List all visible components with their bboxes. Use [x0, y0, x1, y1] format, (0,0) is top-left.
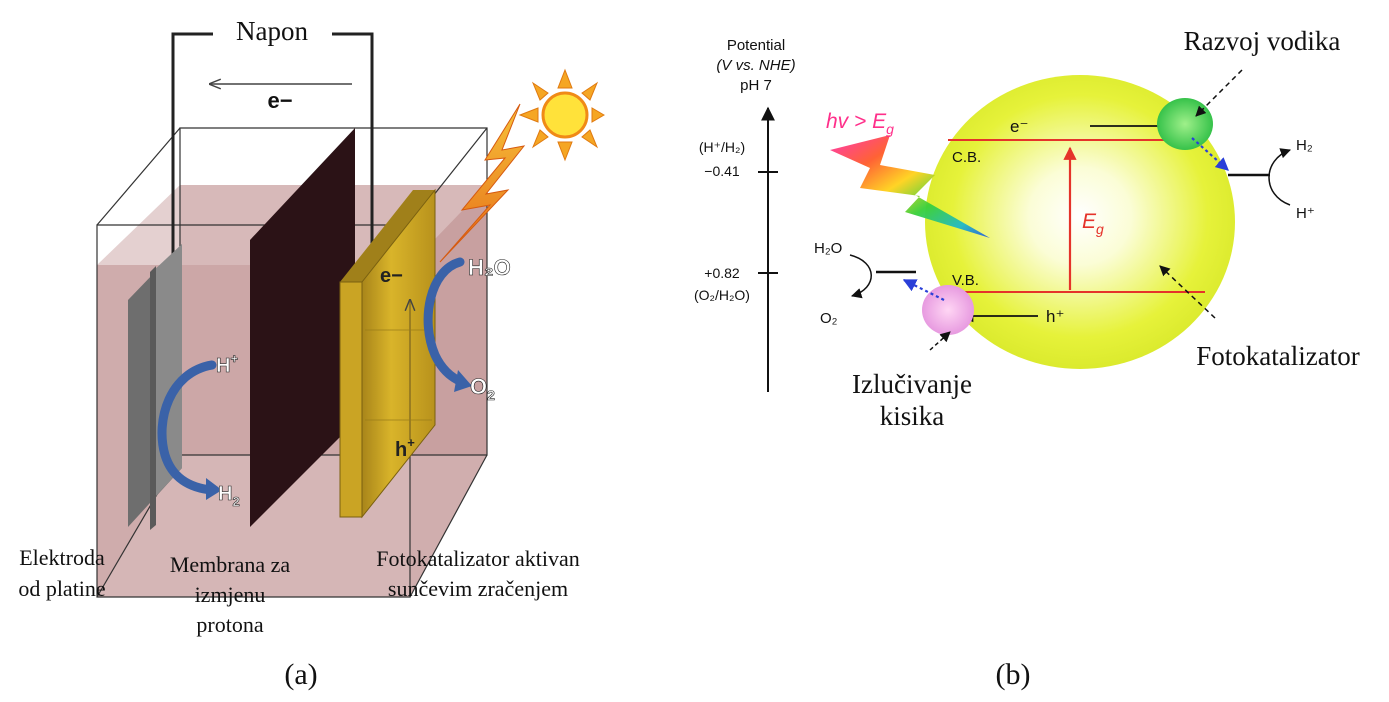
hole-label: h+ — [395, 435, 415, 461]
axis-title-line-3: pH 7 — [740, 77, 772, 94]
voltage-label: Napon — [236, 16, 308, 46]
cb-electron-label: e⁻ — [1010, 117, 1028, 136]
tick-o2-value: +0.82 — [704, 265, 740, 281]
bandgap-sub: g — [1096, 221, 1104, 237]
photocatalyst-pointer — [1159, 265, 1216, 319]
caption-b: (b) — [996, 658, 1031, 691]
oxygen-product-label: O₂ — [820, 310, 838, 327]
water-reactant-label: H₂O — [814, 240, 842, 257]
light-energy-label: hv > Eg — [826, 110, 894, 137]
proton-label: H+ — [216, 351, 238, 377]
electrode-label-2: od platine — [18, 576, 105, 601]
proton-reduction-arrow — [157, 360, 217, 495]
oxygen-label: O2 — [470, 374, 495, 403]
cb-label: C.B. — [952, 149, 981, 166]
oxygen-evolution-label-1: Izlučivanje — [852, 369, 972, 399]
sun-icon — [518, 68, 605, 162]
hole-label-sup: + — [407, 435, 415, 450]
h-plus-reactant-label: H⁺ — [1296, 205, 1315, 222]
caption-a: (a) — [284, 658, 317, 691]
hole-label-main: h — [395, 439, 407, 461]
membrane-label-2: izmjenu — [195, 582, 266, 607]
membrane-label-3: protona — [196, 612, 263, 637]
h-reaction-curve — [1268, 148, 1291, 206]
photocat-label-2: sunčevim zračenjem — [388, 576, 568, 601]
electron-flow-label: e− — [267, 88, 292, 113]
hydrogen-evolution-label: Razvoj vodika — [1184, 26, 1341, 56]
o-reaction-curve — [849, 254, 872, 299]
vb-hole-label: h⁺ — [1046, 307, 1064, 326]
proton-label-sup: + — [230, 351, 238, 366]
oxygen-pointer — [929, 331, 951, 351]
panel-a: Napon e− H+ H2 e− H₂O O2 h+ — [96, 16, 605, 598]
o-transfer-dotted — [902, 279, 945, 301]
bandgap-main: E — [1082, 210, 1097, 233]
tick-h2-couple: (H⁺/H₂) — [699, 139, 745, 155]
photocat-electron-label: e− — [380, 265, 403, 287]
h2-product-label: H₂ — [1296, 137, 1313, 154]
light-bolt-icon — [830, 135, 990, 238]
photocatalyst-particle — [925, 75, 1235, 369]
membrane-label-1: Membrana za — [170, 552, 291, 577]
h-transfer-dotted — [1191, 137, 1229, 171]
proton-label-main: H — [216, 355, 230, 377]
proton-exchange-membrane — [250, 128, 355, 527]
water-oxidation-arrow — [423, 257, 467, 387]
sunlight-bolt-icon — [439, 103, 526, 263]
tick-h2-value: −0.41 — [704, 163, 740, 179]
tick-o2-couple: (O₂/H₂O) — [694, 287, 750, 303]
h2-label: H2 — [218, 483, 240, 509]
photocatalyst-plate-side — [340, 190, 435, 282]
light-energy-main: hv > E — [826, 110, 887, 133]
hydrogen-site — [1157, 98, 1213, 150]
circuit-wire — [171, 32, 213, 262]
oxygen-evolution-label-2: kisika — [880, 401, 945, 431]
electrode-label-1: Elektroda — [19, 545, 105, 570]
light-energy-sub: g — [886, 121, 894, 137]
oxygen-site — [922, 285, 974, 335]
vb-label: V.B. — [952, 272, 979, 289]
water-label: H₂O — [468, 255, 511, 280]
bandgap-label: Eg — [1082, 210, 1104, 237]
water-oxidation-arrowhead — [454, 370, 472, 392]
axis-title-line-1: Potential — [727, 37, 785, 54]
platinum-electrode-front — [150, 266, 156, 530]
axis-title-line-2: (V vs. NHE) — [716, 57, 795, 74]
photocatalyst-label: Fotokatalizator — [1196, 341, 1359, 371]
photocatalyst-plate-front — [339, 281, 363, 518]
oxygen-label-main: O — [470, 374, 487, 399]
h2-label-sub: 2 — [232, 494, 239, 509]
proton-reduction-arrowhead — [206, 478, 222, 500]
hydrogen-pointer — [1195, 69, 1243, 117]
oxygen-label-sub: 2 — [487, 387, 495, 403]
panel-b: Potential (V vs. NHE) pH 7 (H⁺/H₂) −0.41… — [694, 26, 1360, 431]
h2-label-main: H — [218, 483, 232, 505]
circuit-wire-right — [332, 32, 374, 280]
photocat-label-1: Fotokatalizator aktivan — [376, 546, 579, 571]
